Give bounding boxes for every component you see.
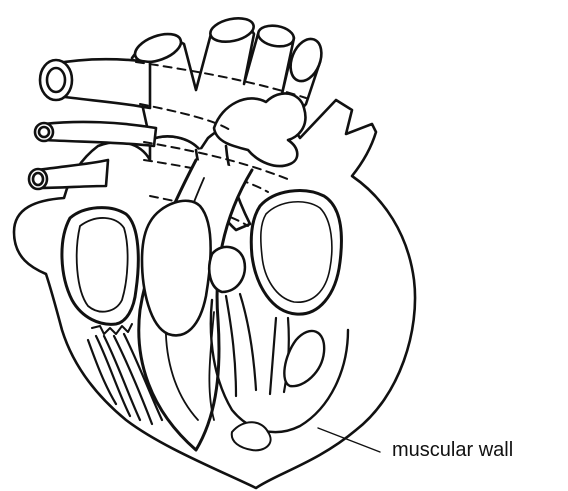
middle-vein	[44, 122, 156, 146]
muscular-wall-label: muscular wall	[392, 439, 513, 462]
right-atrium-inner	[77, 218, 128, 312]
right-ventricle	[142, 201, 211, 336]
lower-vein-lumen	[33, 173, 43, 185]
upper-vein-lumen	[47, 68, 65, 92]
middle-vein-lumen	[39, 127, 49, 137]
lower-vein	[38, 160, 108, 188]
mitral-valve	[209, 247, 245, 292]
